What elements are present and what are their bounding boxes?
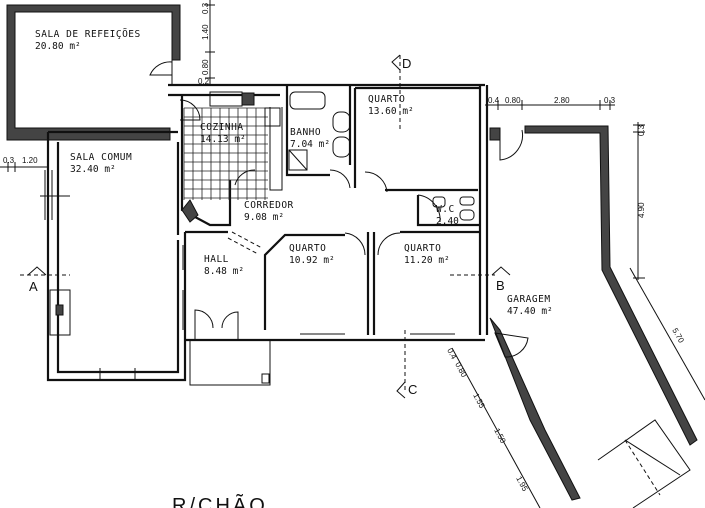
dim-text: 0.80 [453,361,469,379]
dim-text: 0.4 [488,96,500,105]
kitchen [168,83,485,227]
fireplace [49,289,71,336]
door-swing [149,61,173,76]
room-area: 14.13 m² [200,134,246,145]
room-name: QUARTO [289,243,326,254]
room-area: 32.40 m² [70,164,116,175]
dim-text: 0.3 [604,96,616,105]
section-d-label: D [402,56,411,71]
room-name: W.C [436,204,455,215]
bathroom [285,85,352,177]
room-area: 2.40 [436,216,459,227]
room-area: 47.40 m² [507,306,553,317]
section-b-label: B [496,278,505,293]
plan-title: R/CHÃO [172,493,268,508]
room-name: GARAGEM [507,294,551,305]
garage [489,125,698,508]
section-a-label: A [29,279,38,294]
room-area: 8.48 m² [204,266,244,277]
dim-text: 1.50 [492,427,508,445]
room-area: 7.04 m² [290,139,330,150]
dim-text: 0.3 [201,2,210,14]
room-area: 9.08 m² [244,212,284,223]
dining-room [6,4,181,141]
room-label: W.C2.40 [436,204,459,227]
dimension-texts: 1.40 0.80 0.3 0.2 0.3 1.20 0.4 0.80 2.80… [3,2,686,493]
dim-text: 0.80 [201,59,210,75]
wc [416,194,480,227]
dim-text: 4.90 [637,202,646,218]
room-name: QUARTO [368,94,405,105]
room-area: 10.92 m² [289,255,335,266]
section-c-label: C [408,382,417,397]
dim-text: 0.3 [637,124,646,136]
room-name: HALL [204,254,229,265]
room-name: CORREDOR [244,200,294,211]
room-name: SALA COMUM [70,152,132,163]
dim-text: 1.20 [22,156,38,165]
bedrooms [182,169,485,386]
dim-text: 0.2 [198,77,210,86]
room-area: 13.60 m² [368,106,414,117]
room-name: COZINHA [200,122,244,133]
room-area: 20.80 m² [35,41,81,52]
living-room [40,130,187,382]
room-name: SALA DE REFEIÇÕES [35,28,141,40]
room-name: QUARTO [404,243,441,254]
room-name: BANHO [290,127,321,138]
dim-text: 0.4 [445,347,458,362]
dim-text: 1.40 [201,24,210,40]
dim-text: 0.80 [505,96,521,105]
dim-text: 1.95 [514,475,530,493]
room-area: 11.20 m² [404,255,450,266]
dim-text: 0.3 [3,156,15,165]
bedroom-13-60 [353,85,489,335]
dim-text: 2.80 [554,96,570,105]
section-markers: A B C D [20,54,511,399]
